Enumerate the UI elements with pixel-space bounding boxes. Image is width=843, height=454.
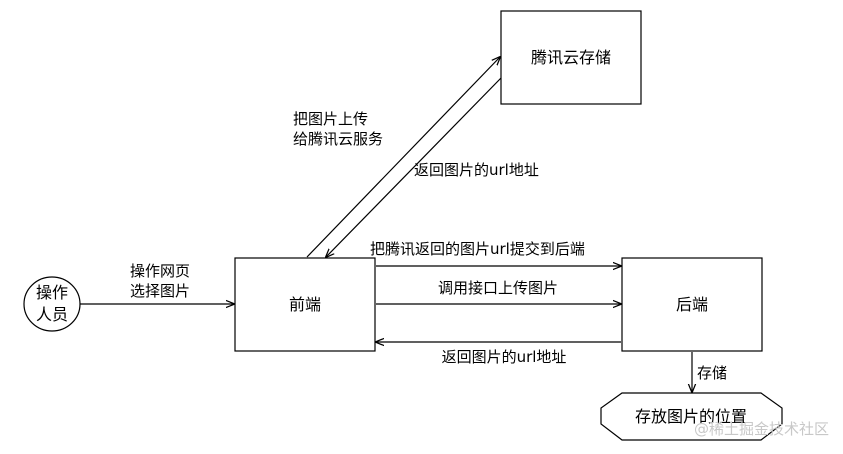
edge-operator-to-frontend: 操作网页 选择图片 (80, 262, 234, 304)
edge-label-call-api-upload: 调用接口上传图片 (438, 279, 558, 297)
storage-location-node: 存放图片的位置 (600, 392, 783, 441)
edge-label-upload-line2: 给腾讯云服务 (293, 130, 383, 148)
edge-tencent-to-frontend: 返回图片的url地址 (326, 77, 539, 257)
storage-location-octagon (600, 392, 783, 441)
edge-label-submit-url: 把腾讯返回的图片url提交到后端 (370, 240, 585, 258)
frontend-label: 前端 (289, 295, 321, 314)
storage-location-label: 存放图片的位置 (635, 407, 747, 426)
arrow-frontend-to-tencent (306, 57, 500, 258)
edge-frontend-to-tencent: 把图片上传 给腾讯云服务 (293, 57, 500, 258)
backend-label: 后端 (676, 295, 708, 314)
arrow-tencent-to-frontend (326, 77, 502, 257)
edge-backend-to-frontend: 返回图片的url地址 (376, 342, 621, 366)
operator-node: 操作 人员 (23, 276, 81, 332)
edge-backend-to-storage: 存储 (692, 352, 727, 392)
frontend-box (234, 257, 376, 352)
frontend-node: 前端 (234, 257, 376, 352)
edge-label-operate-page: 操作网页 (130, 262, 190, 280)
edge-label-store: 存储 (697, 364, 727, 382)
backend-box (621, 257, 763, 352)
edge-label-tencent-return-url: 返回图片的url地址 (414, 161, 539, 179)
edge-frontend-to-backend-upload: 调用接口上传图片 (376, 279, 621, 304)
operator-label-line1: 操作 (36, 283, 68, 302)
tencent-storage-box (500, 10, 642, 105)
operator-label-line2: 人员 (36, 305, 68, 324)
edge-frontend-to-backend-submit: 把腾讯返回的图片url提交到后端 (370, 240, 621, 266)
edge-label-select-image: 选择图片 (130, 282, 190, 300)
backend-node: 后端 (621, 257, 763, 352)
tencent-storage-label: 腾讯云存储 (531, 48, 611, 67)
tencent-storage-node: 腾讯云存储 (500, 10, 642, 105)
edge-label-upload-line1: 把图片上传 (293, 110, 368, 128)
watermark-text: @稀土掘金技术社区 (694, 420, 829, 438)
edge-label-backend-return-url: 返回图片的url地址 (442, 348, 567, 366)
